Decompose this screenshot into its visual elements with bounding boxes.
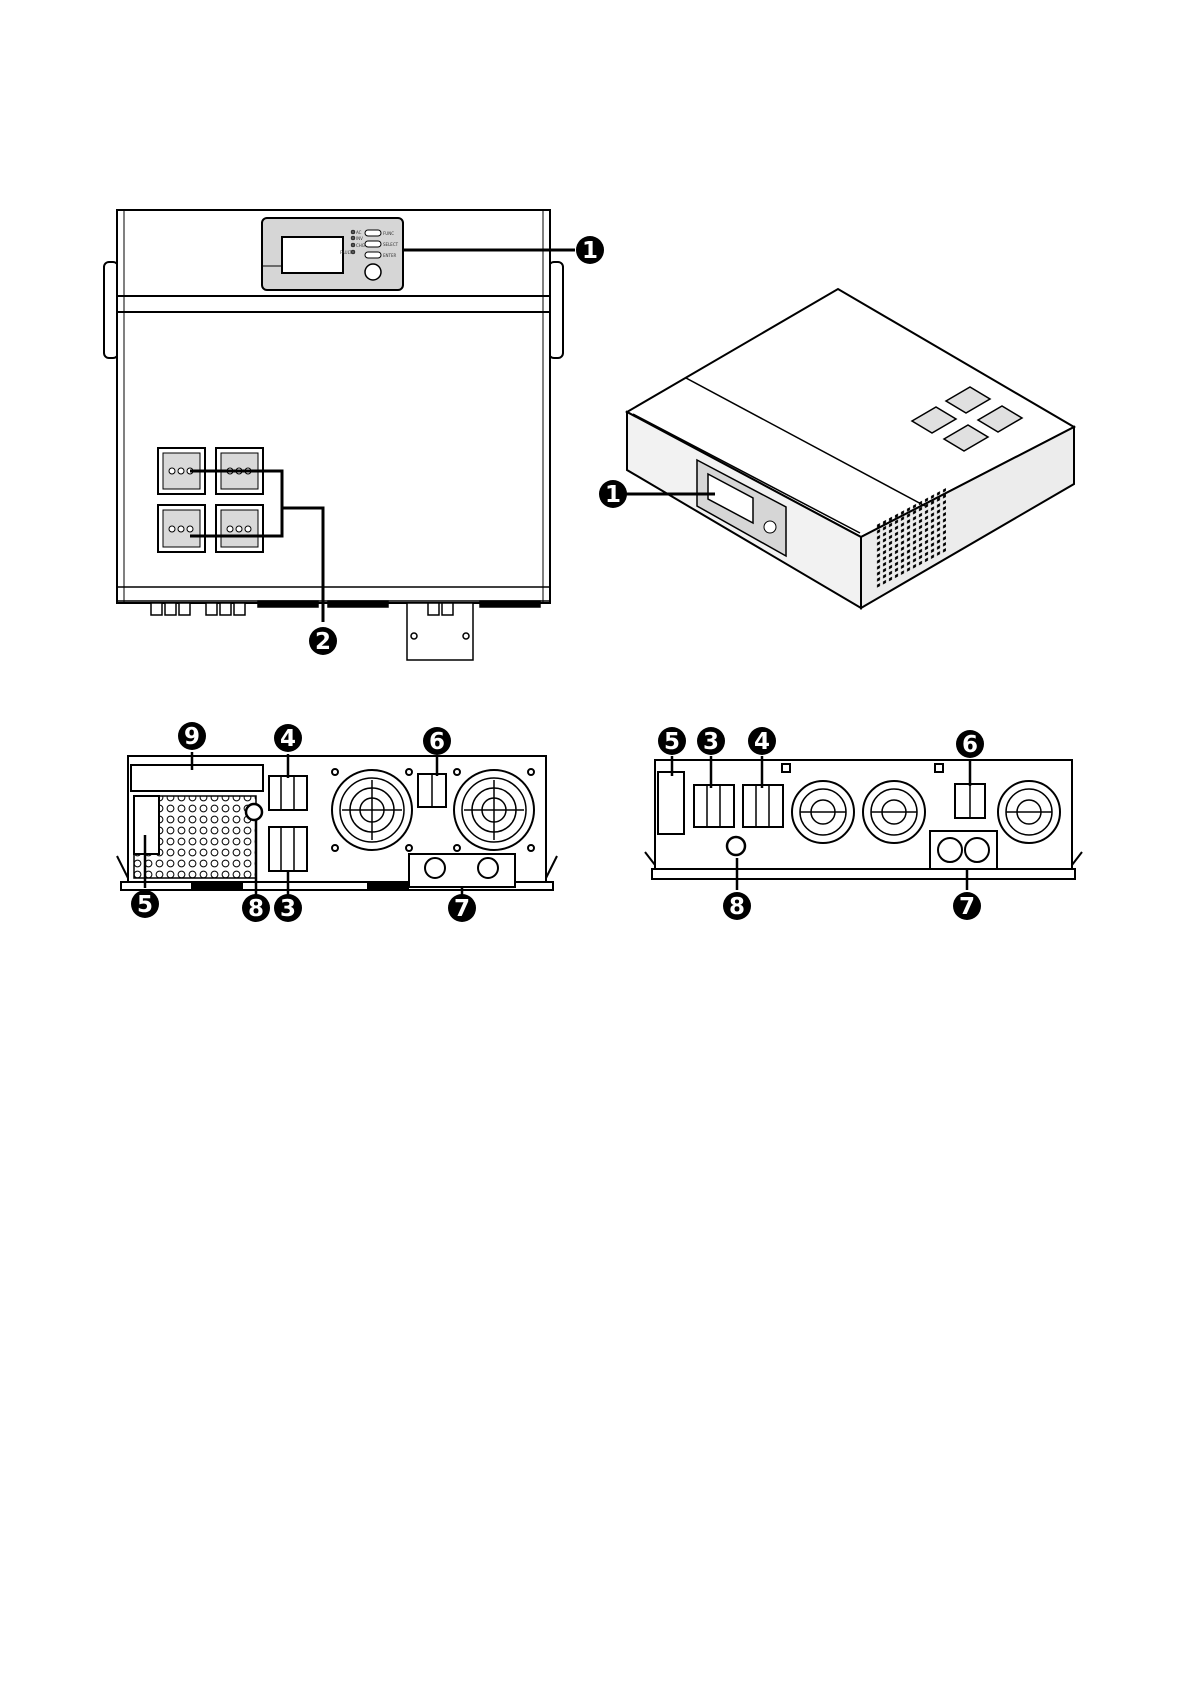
led-label-inv: INV: [356, 236, 363, 241]
svg-text:7: 7: [454, 896, 470, 922]
svg-text:2: 2: [315, 629, 331, 655]
callout-3-rear-compact: 3: [697, 727, 725, 755]
rear-large-knob-8: [246, 804, 262, 820]
callout-1-iso: 1: [599, 480, 627, 508]
svg-text:1: 1: [582, 238, 598, 264]
callout-5-rear-compact: 5: [658, 727, 686, 755]
svg-text:3: 3: [703, 729, 719, 755]
fan-4: [863, 781, 925, 843]
led-label-chg: CHG: [356, 243, 365, 248]
svg-text:1: 1: [605, 482, 621, 508]
callout-8-rear-large: 8: [242, 894, 270, 922]
rear-compact-port-5: [658, 772, 684, 834]
rear-compact-knob-8: [727, 837, 745, 855]
front-bottom-terminals: [151, 601, 540, 660]
svg-text:9: 9: [184, 724, 200, 750]
svg-text:3: 3: [280, 896, 296, 922]
btn-label-select: SELECT: [383, 242, 399, 247]
power-button: [365, 264, 381, 280]
rear-large-port-5: [134, 796, 159, 854]
callout-6-rear-compact: 6: [956, 730, 984, 758]
btn-label-func: FUNC: [383, 231, 394, 236]
callout-1-front: 1: [576, 236, 604, 264]
callout-6-rear-large: 6: [423, 727, 451, 755]
isometric-view: [627, 289, 1074, 608]
callout-8-rear-compact: 8: [723, 892, 751, 920]
breaker-3-right: [694, 785, 734, 827]
svg-text:8: 8: [248, 896, 264, 922]
svg-text:7: 7: [959, 894, 975, 920]
func-button: [365, 230, 381, 236]
enter-button: [365, 252, 381, 258]
fan-3: [792, 781, 854, 843]
svg-text:5: 5: [664, 729, 680, 755]
callout-4-rear-large: 4: [274, 724, 302, 752]
callout-9-rear-large: 9: [178, 722, 206, 750]
callout-5-rear-large: 5: [131, 890, 159, 918]
callout-2-front: 2: [309, 627, 337, 655]
svg-text:4: 4: [280, 726, 296, 752]
btn-label-enter: ENTER: [383, 253, 396, 258]
callout-4-rear-compact: 4: [748, 727, 776, 755]
svg-text:6: 6: [429, 729, 445, 755]
lcd-screen: [282, 237, 343, 273]
breaker-4-right: [743, 785, 783, 827]
outlet-bottom-right: [216, 505, 263, 552]
callout-3-rear-large: 3: [274, 894, 302, 922]
svg-text:4: 4: [754, 729, 770, 755]
led-label-ac: AC: [356, 230, 362, 235]
fan-5: [998, 781, 1060, 843]
breaker-4-left: [269, 776, 307, 810]
led-label-fault: FAULT: [340, 250, 352, 255]
rear-large-cover-9: [131, 765, 263, 791]
svg-text:8: 8: [729, 894, 745, 920]
fan-1: [332, 769, 412, 851]
outlet-bottom-left: [158, 505, 205, 552]
breaker-3-left: [269, 827, 307, 871]
right-handle: [549, 262, 563, 358]
fan-2: [454, 769, 534, 851]
left-handle: [104, 262, 118, 358]
select-button: [365, 241, 381, 247]
callout-7-rear-large: 7: [448, 894, 476, 922]
callout-7-rear-compact: 7: [953, 892, 981, 920]
rear-view-large: [117, 756, 557, 890]
svg-text:6: 6: [962, 732, 978, 758]
svg-text:5: 5: [137, 892, 153, 918]
